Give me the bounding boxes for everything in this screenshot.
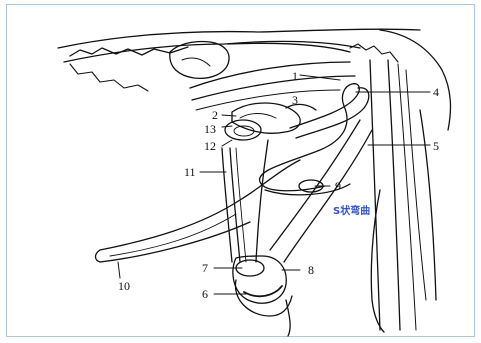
label-3: 3 bbox=[292, 93, 298, 107]
label-5: 5 bbox=[433, 139, 439, 153]
retractor-muscle bbox=[222, 140, 268, 262]
label-6: 6 bbox=[202, 287, 208, 301]
urethra-retractor bbox=[370, 60, 436, 330]
label-10: 10 bbox=[118, 279, 130, 293]
prostate bbox=[225, 120, 261, 140]
label-2: 2 bbox=[212, 108, 218, 122]
s-flexure-path bbox=[260, 84, 369, 195]
bladder bbox=[232, 103, 316, 133]
label-9: 9 bbox=[335, 179, 341, 193]
label-11: 11 bbox=[184, 165, 196, 179]
label-1: 1 bbox=[292, 69, 298, 83]
label-8: 8 bbox=[308, 263, 314, 277]
s-flexure-label: S状弯曲 bbox=[333, 204, 370, 217]
label-4: 4 bbox=[433, 85, 439, 99]
spine-vertebrae bbox=[58, 29, 420, 91]
leader-lines bbox=[118, 75, 430, 294]
testis bbox=[233, 256, 292, 316]
label-13: 13 bbox=[204, 122, 216, 136]
label-7: 7 bbox=[202, 261, 208, 275]
label-12: 12 bbox=[204, 139, 216, 153]
